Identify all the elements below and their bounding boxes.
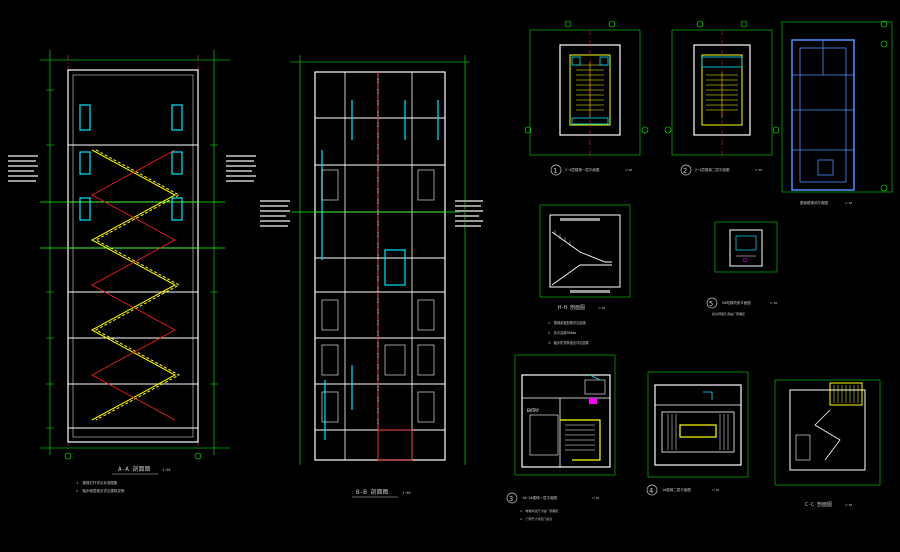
plan-3-note-1: 1. 电梯井道尺寸由厂家确定: [520, 508, 558, 513]
section-aa-note-2: 2. 踏步面层做法详见建筑说明: [76, 488, 125, 493]
plan-2-drawing: 2 2~4层楼梯二层平面图 1:50: [664, 20, 780, 176]
plan-1-number: 1: [553, 167, 557, 175]
plan-5-note: 机房预留孔洞由厂家确定: [712, 311, 745, 316]
section-hh-note-1: 1. 楼梯梁板配筋详见结施: [548, 320, 586, 325]
plan-5-title: 5#电梯机房平面图: [722, 300, 751, 305]
section-aa-title: A-A 剖面图: [118, 465, 150, 473]
plan-4-scale: 1:50: [712, 488, 719, 492]
plan-1-drawing: 1 2~4层楼梯一层平面图 1:50: [524, 20, 649, 176]
section-hh-note-3: 3. 踏步防滑条做法详见图集: [548, 340, 590, 345]
plan-3-scale: 1:50: [592, 496, 599, 500]
section-bb-scale: 1:50: [402, 491, 410, 495]
plan-5-number: 5: [709, 300, 713, 308]
plan-2-scale: 1:50: [755, 168, 762, 172]
plan-4-number: 4: [649, 487, 653, 495]
plan-5-scale: 1:50: [770, 301, 777, 305]
section-bb-drawing: B-B 剖面图 1:50: [260, 55, 483, 498]
plan-3-note-2: 2. 门洞尺寸详见门窗表: [520, 516, 552, 521]
plan-roof-scale: 1:50: [845, 201, 852, 205]
section-hh-scale: 1:50: [598, 306, 605, 310]
plan-1-title: 2~4层楼梯一层平面图: [565, 167, 600, 172]
section-cc-title: C-C 剖面图: [805, 501, 832, 508]
section-cc-drawing: C-C 剖面图 1:50: [774, 379, 881, 508]
plan-2-number: 2: [683, 167, 687, 175]
plan-3-entry: ENTRY: [527, 408, 540, 413]
plan-3-title: 1#~2#楼梯一层平面图: [522, 495, 558, 500]
section-hh-note-2: 2. 扶手高度900mm: [548, 330, 576, 335]
section-hh-title: H-H 剖面图: [558, 304, 585, 311]
plan-2-title: 2~4层楼梯二层平面图: [695, 167, 730, 172]
section-hh-drawing: H-H 剖面图 1:50 1. 楼梯梁板配筋详见结施 2. 扶手高度900mm …: [539, 204, 631, 345]
plan-1-scale: 1:50: [625, 168, 632, 172]
plan-4-drawing: 4 1#楼梯二层平面图 1:50: [646, 371, 749, 496]
plan-4-title: 1#楼梯二层平面图: [662, 487, 691, 492]
plan-3-number: 3: [509, 495, 513, 503]
section-aa-note-1: 1. 楼梯栏杆详见标准图集: [76, 480, 118, 485]
plan-3-drawing: ENTRY 3 1#~2#楼梯一层平面图 1:50 1. 电梯井道尺寸由厂家确定…: [506, 354, 616, 521]
section-aa-drawing: A-A 剖面图 1:50 1. 楼梯栏杆详见标准图集 2. 踏步面层做法详见建筑…: [8, 50, 256, 493]
section-cc-scale: 1:50: [845, 503, 852, 507]
section-aa-scale: 1:50: [162, 468, 170, 472]
section-bb-title: B-B 剖面图: [356, 488, 388, 496]
plan-roof-drawing: 屋面楼梯间平面图 1:50: [781, 20, 893, 205]
plan-5-drawing: 5 5#电梯机房平面图 1:50 机房预留孔洞由厂家确定: [706, 221, 777, 316]
plan-roof-title: 屋面楼梯间平面图: [800, 200, 828, 205]
